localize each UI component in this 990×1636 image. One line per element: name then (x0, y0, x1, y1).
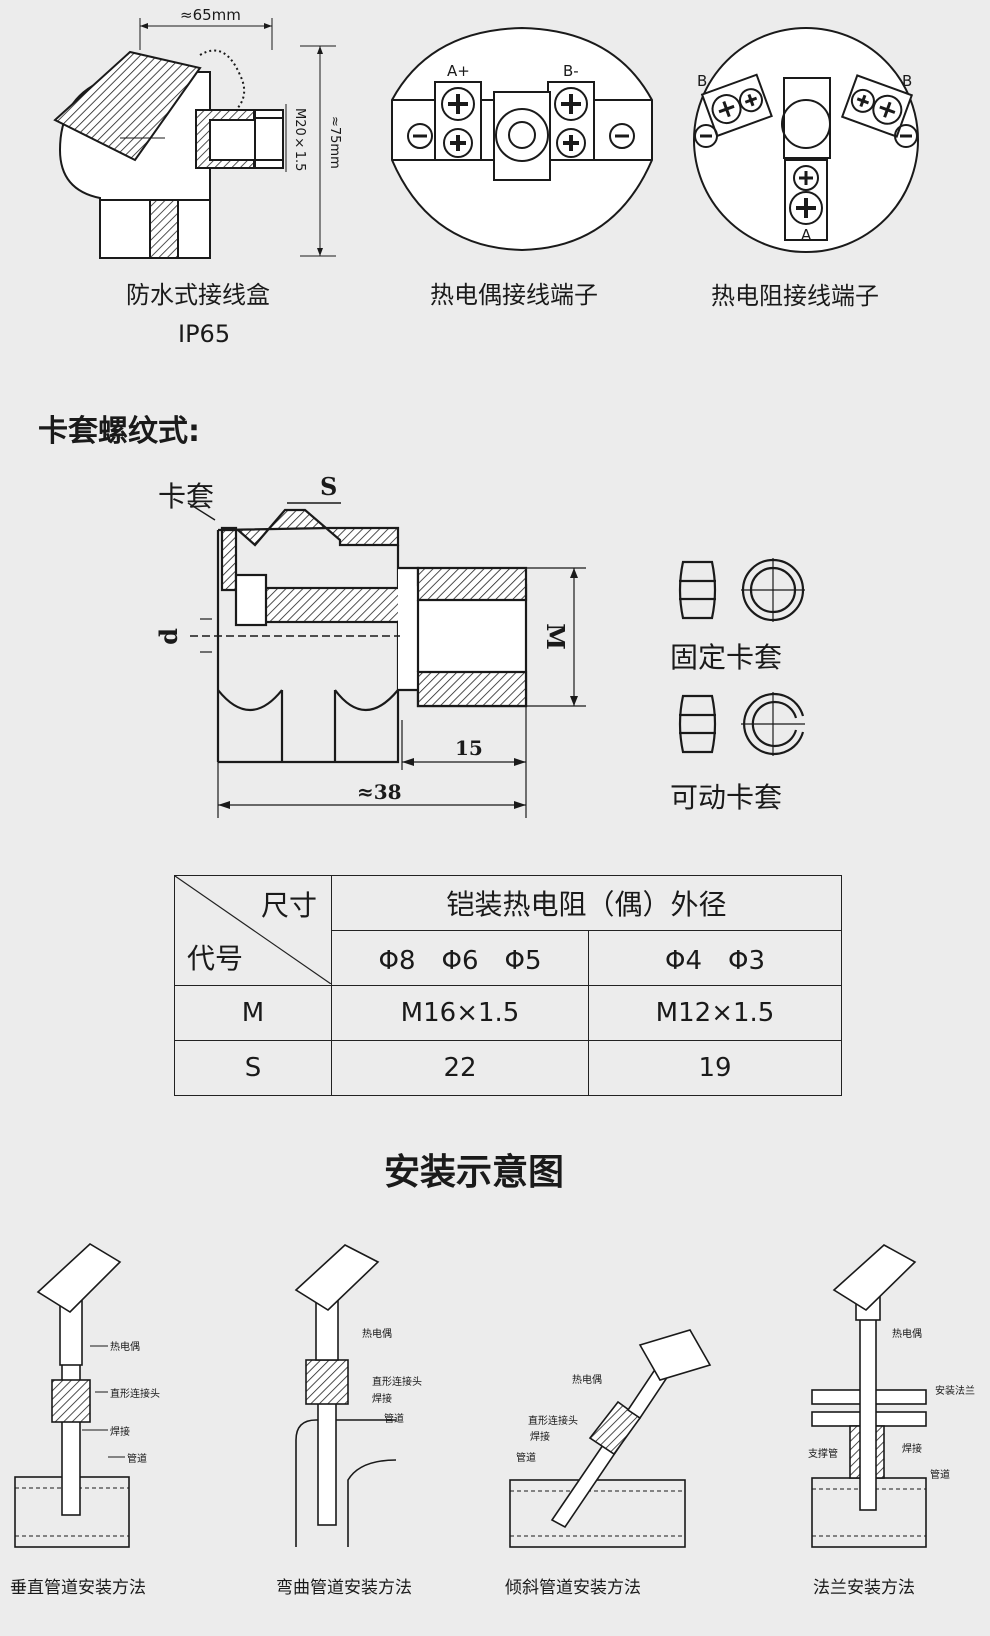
install-incline-label-thermocouple: 热电偶 (572, 1375, 602, 1386)
install-vertical-label-connector: 直形连接头 (110, 1389, 160, 1400)
row-value-group1: M16×1.5 (331, 985, 589, 1041)
ferrule-fitting-drawing (187, 502, 586, 818)
row-value-group2: 19 (588, 1040, 842, 1096)
dim-15-label: 15 (455, 736, 483, 760)
rtd-terminal-caption: 热电阻接线端子 (711, 282, 879, 310)
ferrule-callout-label: 卡套 (158, 480, 215, 513)
install-flange-label-support: 支撑管 (808, 1449, 838, 1460)
row-code: M (174, 985, 332, 1041)
corner-diagonal (175, 876, 331, 984)
install-bend-drawing (294, 1244, 397, 1547)
install-vertical-drawing (14, 1243, 130, 1548)
install-incline-label-weld: 焊接 (530, 1432, 550, 1443)
thermocouple-terminal-drawing (391, 26, 653, 252)
install-title: 安装示意图 (384, 1152, 565, 1193)
install-bend-label-connector: 直形连接头 (372, 1377, 422, 1388)
table-row: S 22 19 (174, 1040, 842, 1096)
install-vertical-label-pipe: 管道 (127, 1454, 147, 1465)
junction-box-drawing (53, 18, 336, 259)
thermocouple-terminal-caption: 热电偶接线端子 (430, 281, 598, 309)
rtd-terminal-drawing (693, 27, 919, 253)
rtd-a-label: A (801, 226, 812, 244)
install-bend-label-weld: 焊接 (372, 1394, 392, 1405)
movable-ferrule-label: 可动卡套 (670, 781, 783, 814)
group2-diameters: Φ4 Φ3 (588, 930, 842, 986)
install-flange-caption: 法兰安装方法 (813, 1578, 915, 1598)
spec-table: 尺寸 代号 铠装热电阻（偶）外径 Φ8 Φ6 Φ5 Φ4 Φ3 M M16×1.… (174, 875, 842, 1096)
ferrule-icons (678, 558, 805, 756)
install-incline-label-pipe: 管道 (516, 1453, 536, 1464)
install-incline-caption: 倾斜管道安装方法 (505, 1578, 641, 1598)
table-corner-cell: 尺寸 代号 (174, 875, 332, 986)
row-value-group2: M12×1.5 (588, 985, 842, 1041)
header-code: 代号 (187, 942, 244, 975)
install-vertical-label-thermocouple: 热电偶 (110, 1342, 140, 1353)
install-vertical-label-weld: 焊接 (110, 1427, 130, 1438)
install-vertical-caption: 垂直管道安装方法 (10, 1578, 146, 1598)
group1-diameters: Φ8 Φ6 Φ5 (331, 930, 589, 986)
install-flange-label-flange: 安装法兰 (935, 1386, 975, 1397)
dim-width-label: ≈65mm (180, 6, 241, 24)
table-row: M M16×1.5 M12×1.5 (174, 985, 842, 1041)
dim-height-label: ≈75mm (327, 116, 342, 169)
install-incline-label-connector: 直形连接头 (528, 1416, 578, 1427)
row-value-group1: 22 (331, 1040, 589, 1096)
install-bend-caption: 弯曲管道安装方法 (276, 1578, 412, 1598)
terminal-plus-label: A+ (447, 62, 470, 80)
install-bend-label-thermocouple: 热电偶 (362, 1329, 392, 1340)
row-code: S (174, 1040, 332, 1096)
fixed-ferrule-label: 固定卡套 (670, 641, 783, 674)
d-dimension-label: d (153, 628, 183, 645)
rtd-b-right-label: B (902, 72, 913, 90)
install-bend-label-pipe: 管道 (384, 1414, 404, 1425)
ferrule-heading: 卡套螺纹式: (38, 414, 200, 449)
header-size: 尺寸 (260, 889, 317, 922)
install-flange-drawing (811, 1244, 927, 1548)
install-flange-label-pipe: 管道 (930, 1470, 950, 1481)
install-flange-label-thermocouple: 热电偶 (892, 1329, 922, 1340)
rtd-b-left-label: B (697, 72, 708, 90)
terminal-minus-label: B- (563, 62, 579, 80)
s-callout-label: S (320, 472, 338, 501)
junction-box-caption: 防水式接线盒 (126, 281, 270, 309)
ip-rating-label: IP65 (178, 320, 231, 348)
install-flange-label-weld: 焊接 (902, 1444, 922, 1455)
dim-thread-label: M20×1.5 (292, 108, 307, 172)
m-dimension-label: M (540, 623, 570, 650)
header-outer-diameter: 铠装热电阻（偶）外径 (331, 875, 842, 931)
install-incline-drawing (509, 1329, 712, 1548)
dim-38-label: ≈38 (357, 780, 402, 804)
